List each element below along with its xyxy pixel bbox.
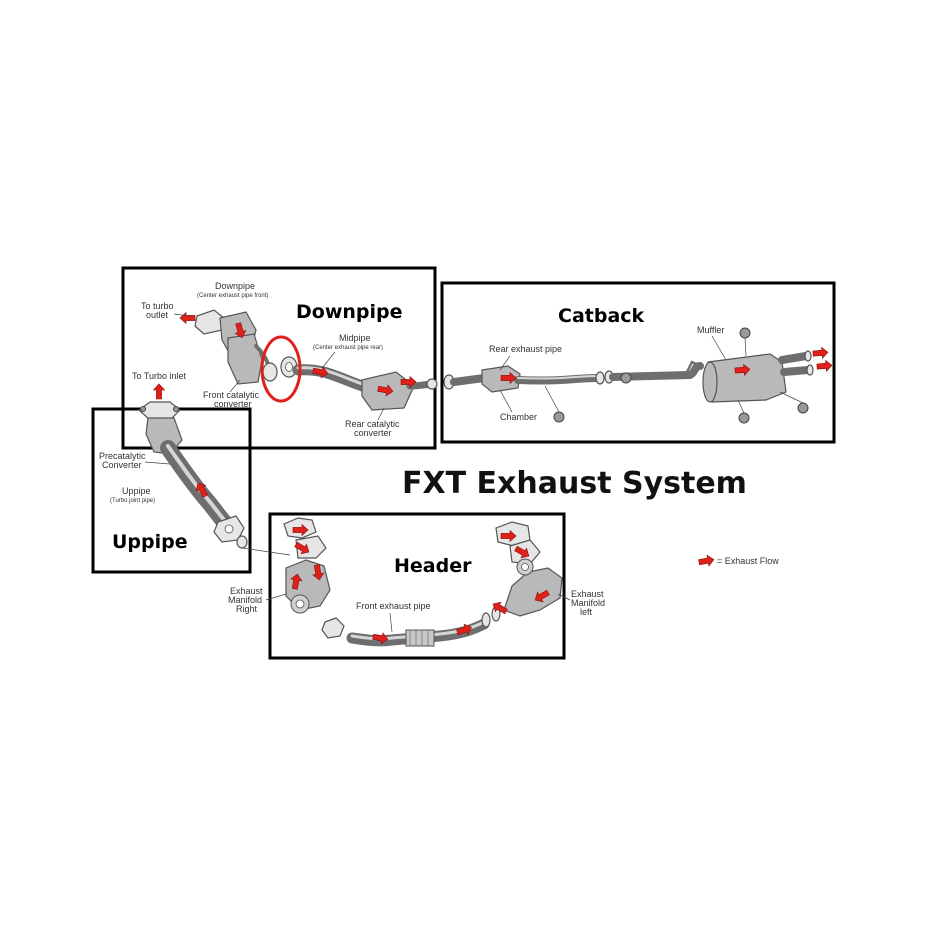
gasket-highlight-circle	[260, 335, 302, 403]
legend: = Exhaust Flow	[697, 553, 779, 568]
rear-cat-label-2: converter	[354, 428, 392, 438]
manifold-right-label: Exhaust	[230, 586, 263, 596]
precat-label-2: Converter	[102, 460, 142, 470]
downpipe-section-box	[121, 266, 437, 450]
uppipe-assembly	[138, 401, 248, 549]
front-cat-label: Front catalytic	[203, 390, 260, 400]
to-turbo-outlet-label-2: outlet	[146, 310, 169, 320]
midpipe-sublabel: (Center exhaust pipe rear)	[313, 345, 383, 351]
manifold-right-label-3: Right	[236, 604, 258, 614]
front-exhaust-pipe-label: Front exhaust pipe	[356, 601, 431, 611]
to-turbo-inlet-label: To Turbo inlet	[132, 371, 187, 381]
downpipe-section-title: Downpipe	[296, 301, 403, 323]
catback-assembly	[443, 327, 814, 424]
midpipe-label: Midpipe	[339, 333, 371, 343]
manifold-right-label-2: Manifold	[228, 595, 262, 605]
page-title: FXT Exhaust System	[402, 466, 747, 501]
legend-label: = Exhaust Flow	[717, 556, 779, 566]
catback-section-title: Catback	[558, 305, 645, 327]
manifold-left-label-2: Manifold	[571, 598, 605, 608]
catback-section-box	[440, 281, 836, 444]
uppipe-section-title: Uppipe	[112, 531, 188, 553]
header-assembly	[283, 517, 563, 647]
downpipe-part-sublabel: (Center exhaust pipe front)	[197, 293, 268, 299]
downpipe-part-label: Downpipe	[215, 281, 255, 291]
header-section-box	[268, 512, 566, 660]
rear-exhaust-pipe-label: Rear exhaust pipe	[489, 344, 562, 354]
uppipe-part-label: Uppipe	[122, 486, 151, 496]
uppipe-part-sublabel: (Turbo joint pipe)	[110, 498, 155, 504]
manifold-left-label: Exhaust	[571, 589, 604, 599]
manifold-left-label-3: left	[580, 607, 593, 617]
red-arrow-icon	[697, 553, 716, 568]
muffler-label: Muffler	[697, 325, 724, 335]
to-turbo-outlet-label: To turbo	[141, 301, 174, 311]
header-section-title: Header	[394, 555, 472, 577]
front-cat-label-2: converter	[214, 399, 252, 409]
chamber-label: Chamber	[500, 412, 537, 422]
rear-cat-label: Rear catalytic	[345, 419, 400, 429]
precat-label: Precatalytic	[99, 451, 146, 461]
